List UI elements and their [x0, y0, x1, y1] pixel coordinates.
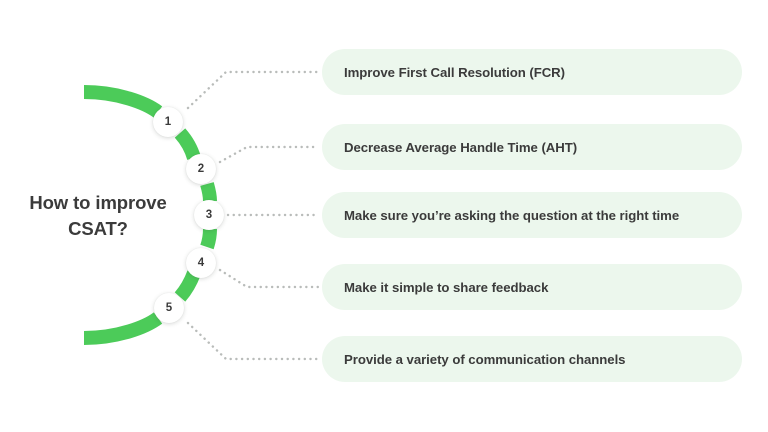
step-pill-4[interactable]: Make it simple to share feedback: [322, 264, 742, 310]
connector-step-2: [218, 145, 320, 164]
arc-segment-bottom: [83, 312, 163, 345]
arc-segment-1-2: [174, 128, 201, 161]
page-title: How to improve CSAT?: [12, 190, 184, 243]
step-pill-5[interactable]: Provide a variety of communication chann…: [322, 336, 742, 382]
arc-segment-top: [83, 85, 163, 118]
step-pill-2-label: Decrease Average Handle Time (AHT): [344, 139, 578, 155]
step-node-2[interactable]: 2: [186, 154, 216, 184]
step-node-1-number: 1: [164, 116, 172, 128]
connector-step-5: [186, 321, 320, 361]
step-pill-1[interactable]: Improve First Call Resolution (FCR): [322, 49, 742, 95]
step-node-4[interactable]: 4: [186, 248, 216, 278]
connector-step-4: [218, 268, 320, 289]
step-node-2-number: 2: [197, 163, 205, 175]
arc-segment-3-4: [200, 228, 217, 250]
step-node-1[interactable]: 1: [153, 107, 183, 137]
step-node-5-number: 5: [165, 302, 173, 314]
step-pill-4-label: Make it simple to share feedback: [344, 279, 549, 295]
step-pill-3-label: Make sure you’re asking the question at …: [344, 207, 680, 223]
page-title-line-1: How to improve: [29, 192, 167, 213]
connector-lines: [186, 70, 320, 361]
arc-segment-2-3: [200, 182, 217, 202]
step-pill-2[interactable]: Decrease Average Handle Time (AHT): [322, 124, 742, 170]
connector-step-1: [186, 70, 320, 110]
step-pill-5-label: Provide a variety of communication chann…: [344, 351, 626, 367]
arc-segment-4-5: [174, 270, 201, 302]
step-pill-3[interactable]: Make sure you’re asking the question at …: [322, 192, 742, 238]
step-pill-1-label: Improve First Call Resolution (FCR): [344, 64, 565, 80]
green-arc: [83, 85, 217, 345]
step-node-3[interactable]: 3: [194, 200, 224, 230]
step-node-5[interactable]: 5: [154, 293, 184, 323]
page-title-line-2: CSAT?: [68, 218, 128, 240]
step-node-4-number: 4: [197, 257, 205, 269]
step-node-3-number: 3: [205, 209, 213, 221]
